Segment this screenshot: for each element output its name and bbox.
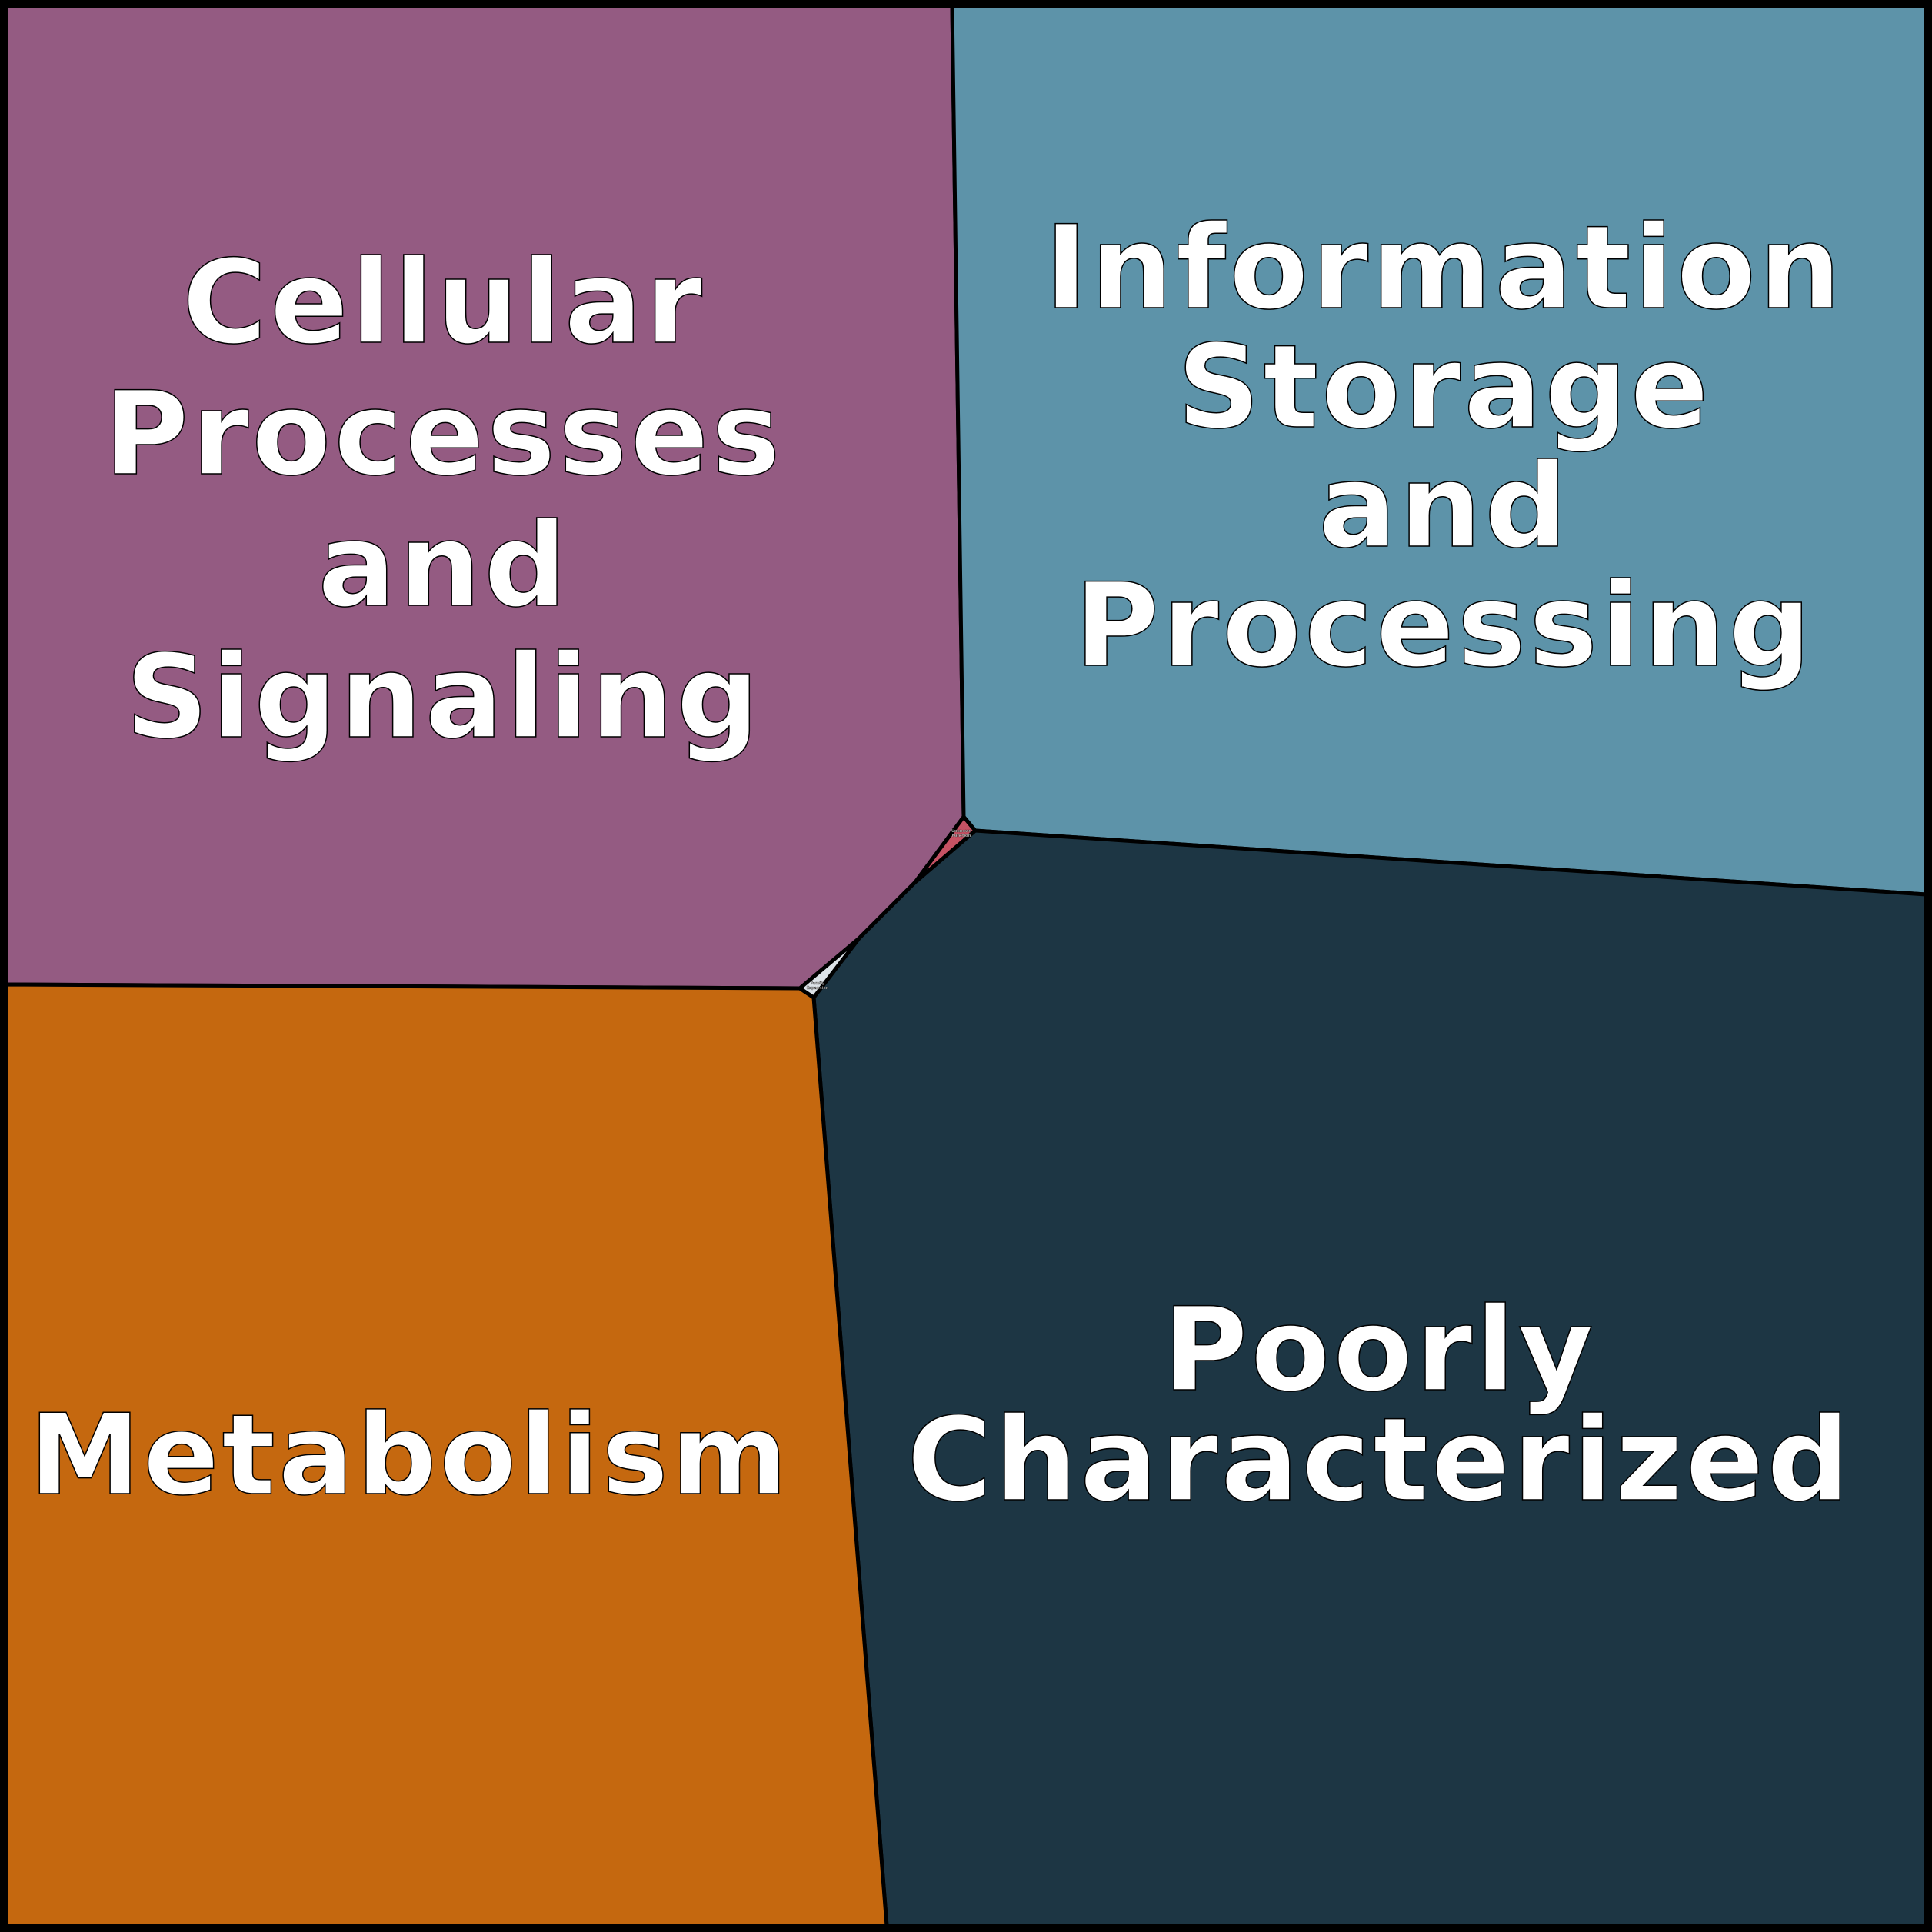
cell-label: Metabolism [29,1391,791,1521]
cell-label: Cellular [182,236,705,370]
cell-label: Information [1044,202,1844,335]
cell-label: Characterized [907,1394,1852,1527]
cell-label: Processing [1074,559,1814,693]
cell-unknown-function [913,814,978,884]
cell-label: Signaling [125,631,762,764]
cell-label: Unknown [951,829,972,834]
cell-label: Family [811,981,825,986]
cell-label: Storage [1177,321,1711,455]
cell-label: Function [952,834,971,838]
cell-label: Poorly [1163,1284,1596,1417]
cell-polygon [913,814,978,884]
cell-family-expansion [798,936,861,1000]
cell-polygon [798,936,861,1000]
cell-label: and [1318,440,1570,574]
cell-label: and [318,499,569,633]
cell-label: Processes [104,368,783,501]
cell-label: Expansion [807,986,829,991]
